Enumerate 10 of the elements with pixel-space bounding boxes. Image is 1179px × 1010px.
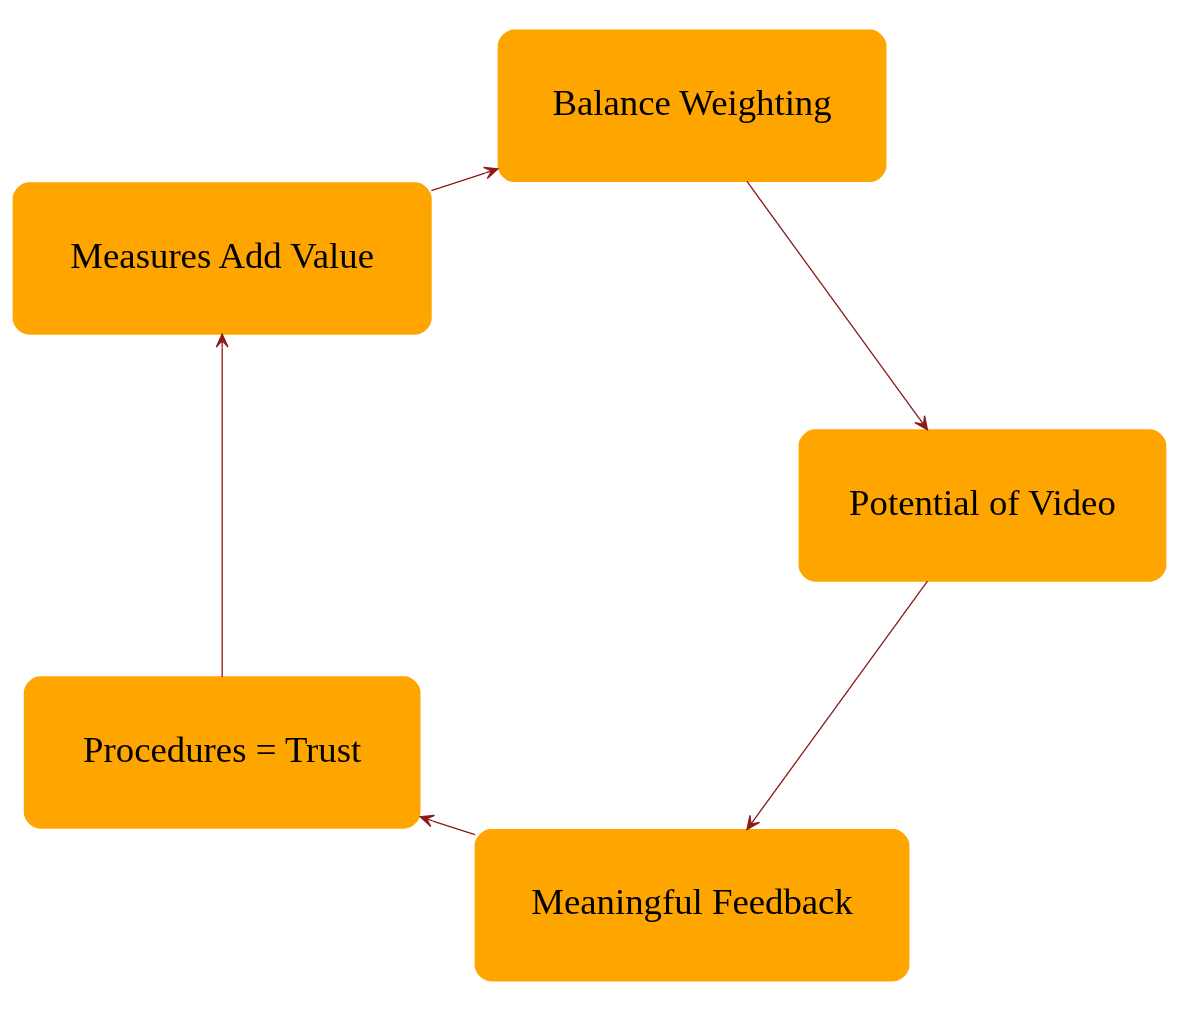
arrow: [430, 166, 499, 191]
arrow: [746, 580, 929, 830]
node-box: Potential of Video: [798, 428, 1167, 582]
arrow: [419, 814, 476, 835]
arrow: [746, 180, 929, 430]
node-box: Balance Weighting: [497, 29, 887, 182]
arrow: [215, 332, 229, 678]
node-box: Measures Add Value: [12, 181, 432, 335]
node-box: Meaningful Feedback: [474, 828, 910, 981]
node-box: Procedures = Trust: [23, 675, 421, 829]
